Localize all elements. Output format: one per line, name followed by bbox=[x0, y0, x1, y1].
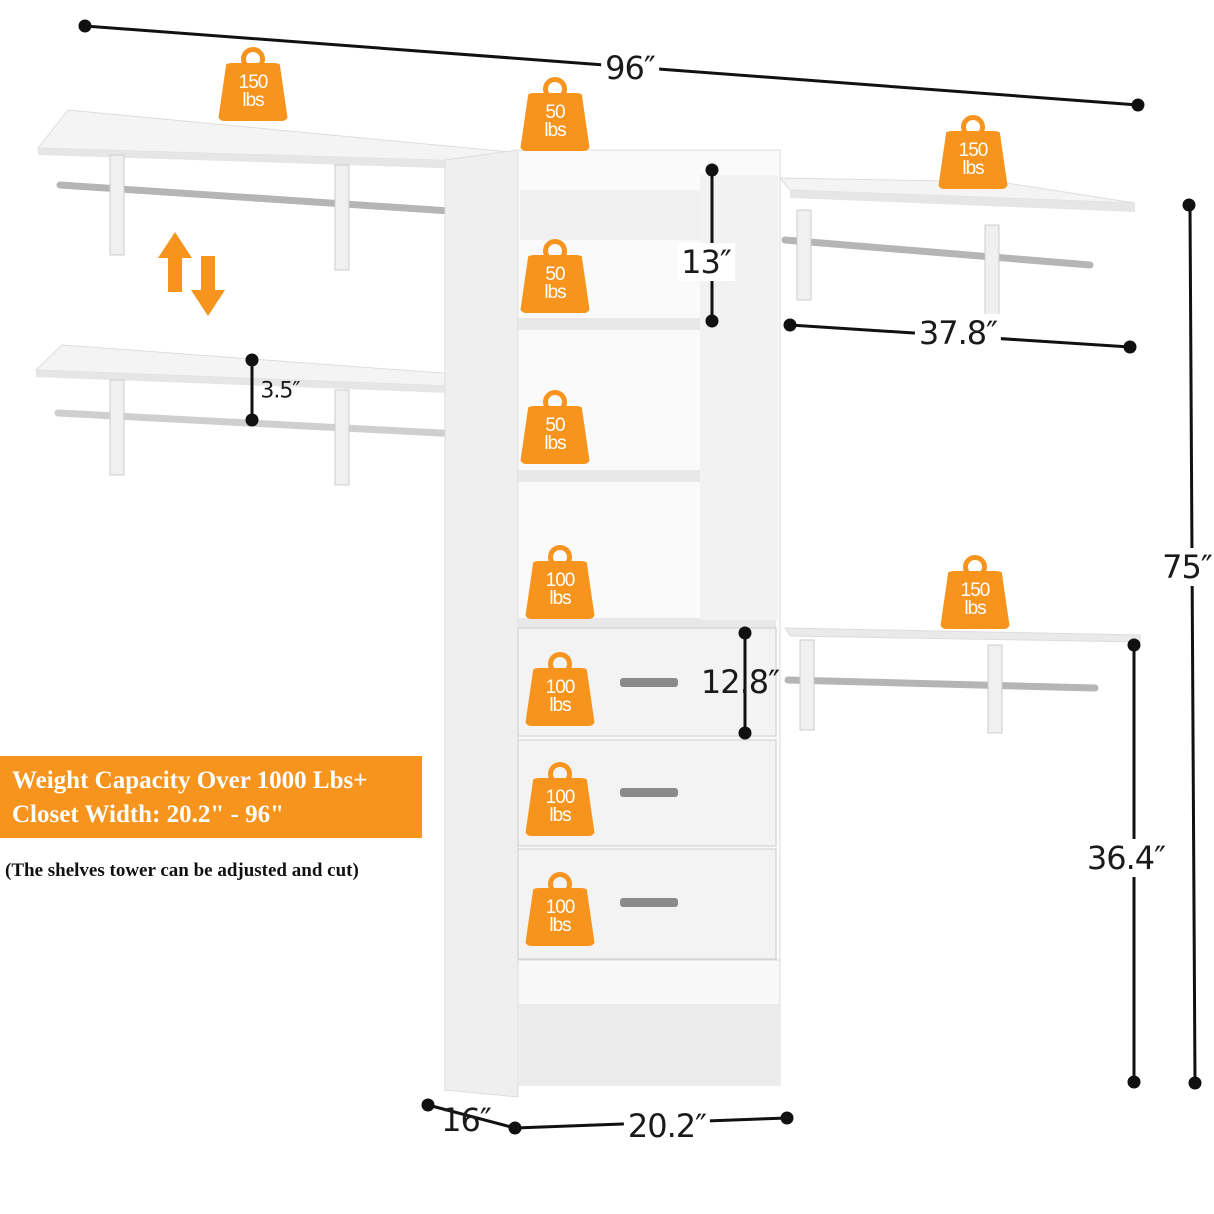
dimension-lower-rod-height: 36.4″ bbox=[1082, 839, 1170, 877]
weight-value: 150 bbox=[238, 72, 269, 93]
up-down-arrows-icon bbox=[158, 232, 225, 316]
adjust-note: (The shelves tower can be adjusted and c… bbox=[5, 860, 359, 881]
weight-value: 150 bbox=[960, 580, 991, 601]
tower bbox=[444, 149, 781, 1098]
weight-value: 50 bbox=[545, 102, 565, 123]
weight-unit: lbs bbox=[544, 433, 566, 454]
weight-value: 100 bbox=[545, 787, 576, 808]
dimension-total-width: 96″ bbox=[601, 49, 659, 87]
weight-value: 50 bbox=[545, 415, 565, 436]
weight-unit: lbs bbox=[549, 695, 571, 716]
dimension-shelf-adjust: 3.5″ bbox=[260, 378, 300, 404]
shelf-lower-right bbox=[784, 627, 1141, 734]
weight-unit: lbs bbox=[549, 588, 571, 609]
weight-unit: lbs bbox=[242, 90, 264, 111]
weight-unit: lbs bbox=[964, 598, 986, 619]
weight-unit: lbs bbox=[549, 805, 571, 826]
promo-line-width: Closet Width: 20.2" - 96" bbox=[12, 801, 284, 828]
weight-unit: lbs bbox=[962, 158, 984, 179]
weight-unit: lbs bbox=[544, 120, 566, 141]
shelf-mid-left bbox=[34, 344, 512, 486]
weight-value: 50 bbox=[545, 264, 565, 285]
weight-value: 150 bbox=[958, 140, 989, 161]
dimension-depth: 16″ bbox=[441, 1101, 492, 1139]
dimension-tower-width: 20.2″ bbox=[623, 1107, 711, 1145]
promo-line-weight: Weight Capacity Over 1000 Lbs+ bbox=[12, 767, 368, 794]
weight-unit: lbs bbox=[549, 915, 571, 936]
dimension-height: 75″ bbox=[1158, 548, 1214, 586]
weight-value: 100 bbox=[545, 570, 576, 591]
weight-value: 100 bbox=[545, 677, 576, 698]
shelf-top-left bbox=[36, 109, 512, 271]
dimension-drawer-height: 12.8″ bbox=[700, 663, 780, 701]
weight-unit: lbs bbox=[544, 282, 566, 303]
shelf-top-right bbox=[778, 177, 1136, 316]
promo-banner: Weight Capacity Over 1000 Lbs+ Closet Wi… bbox=[0, 756, 422, 838]
dimension-shelf-length: 37.8″ bbox=[914, 314, 1002, 352]
dimension-shelf-spacing: 13″ bbox=[677, 243, 735, 281]
weight-value: 100 bbox=[545, 897, 576, 918]
